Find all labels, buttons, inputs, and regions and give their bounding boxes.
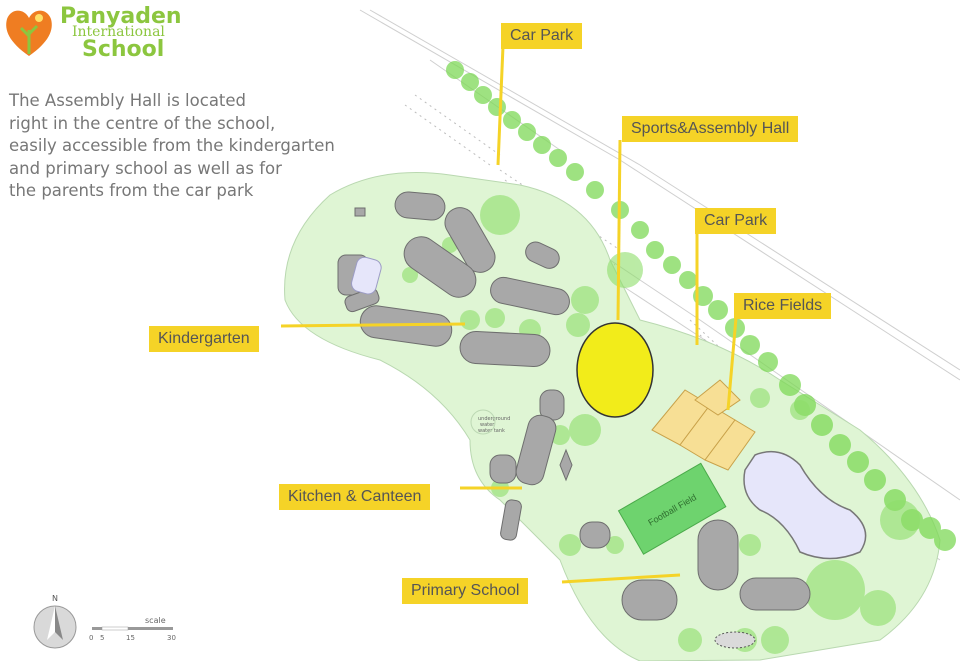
label-kitchen-canteen: Kitchen & Canteen: [279, 484, 431, 510]
pond: [743, 450, 867, 560]
logo-international: International: [72, 24, 165, 40]
intro-line: and primary school as well as for: [9, 158, 282, 178]
intro-line: The Assembly Hall is located: [9, 91, 247, 110]
intro-line: the parents from the car park: [9, 181, 254, 200]
heart-tree-icon: [6, 10, 52, 56]
scale-tick-5: 5: [100, 634, 104, 642]
intro-line: easily accessible from the kindergarten: [9, 136, 335, 155]
label-primary-school: Primary School: [402, 578, 529, 604]
label-car-park-north: Car Park: [501, 23, 583, 49]
label-car-park-east: Car Park: [695, 208, 777, 234]
scale-tick-30: 30: [167, 634, 176, 642]
scale-title: scale: [145, 616, 166, 625]
school-logo: Panyaden International School: [4, 4, 204, 64]
intro-line: right in the centre of the school,: [9, 113, 276, 133]
compass-north: N: [52, 594, 58, 603]
label-sports-assembly-hall: Sports&Assembly Hall: [622, 116, 799, 142]
label-kindergarten: Kindergarten: [149, 326, 259, 352]
sports-assembly-hall: [576, 322, 654, 418]
scale-bar: [92, 626, 173, 631]
scale-tick-15: 15: [126, 634, 135, 642]
football-field: [617, 462, 727, 555]
water-tank-text-1: underground: [478, 416, 510, 422]
logo-name: Panyaden: [60, 4, 182, 29]
intro-paragraph: The Assembly Hall is located right in th…: [9, 90, 349, 203]
logo-school: School: [82, 37, 165, 62]
water-tank-text-2: water: [480, 422, 495, 428]
label-rice-fields: Rice Fields: [734, 293, 832, 319]
north-arrow-icon: [33, 605, 77, 649]
scale-tick-0: 0: [89, 634, 93, 642]
